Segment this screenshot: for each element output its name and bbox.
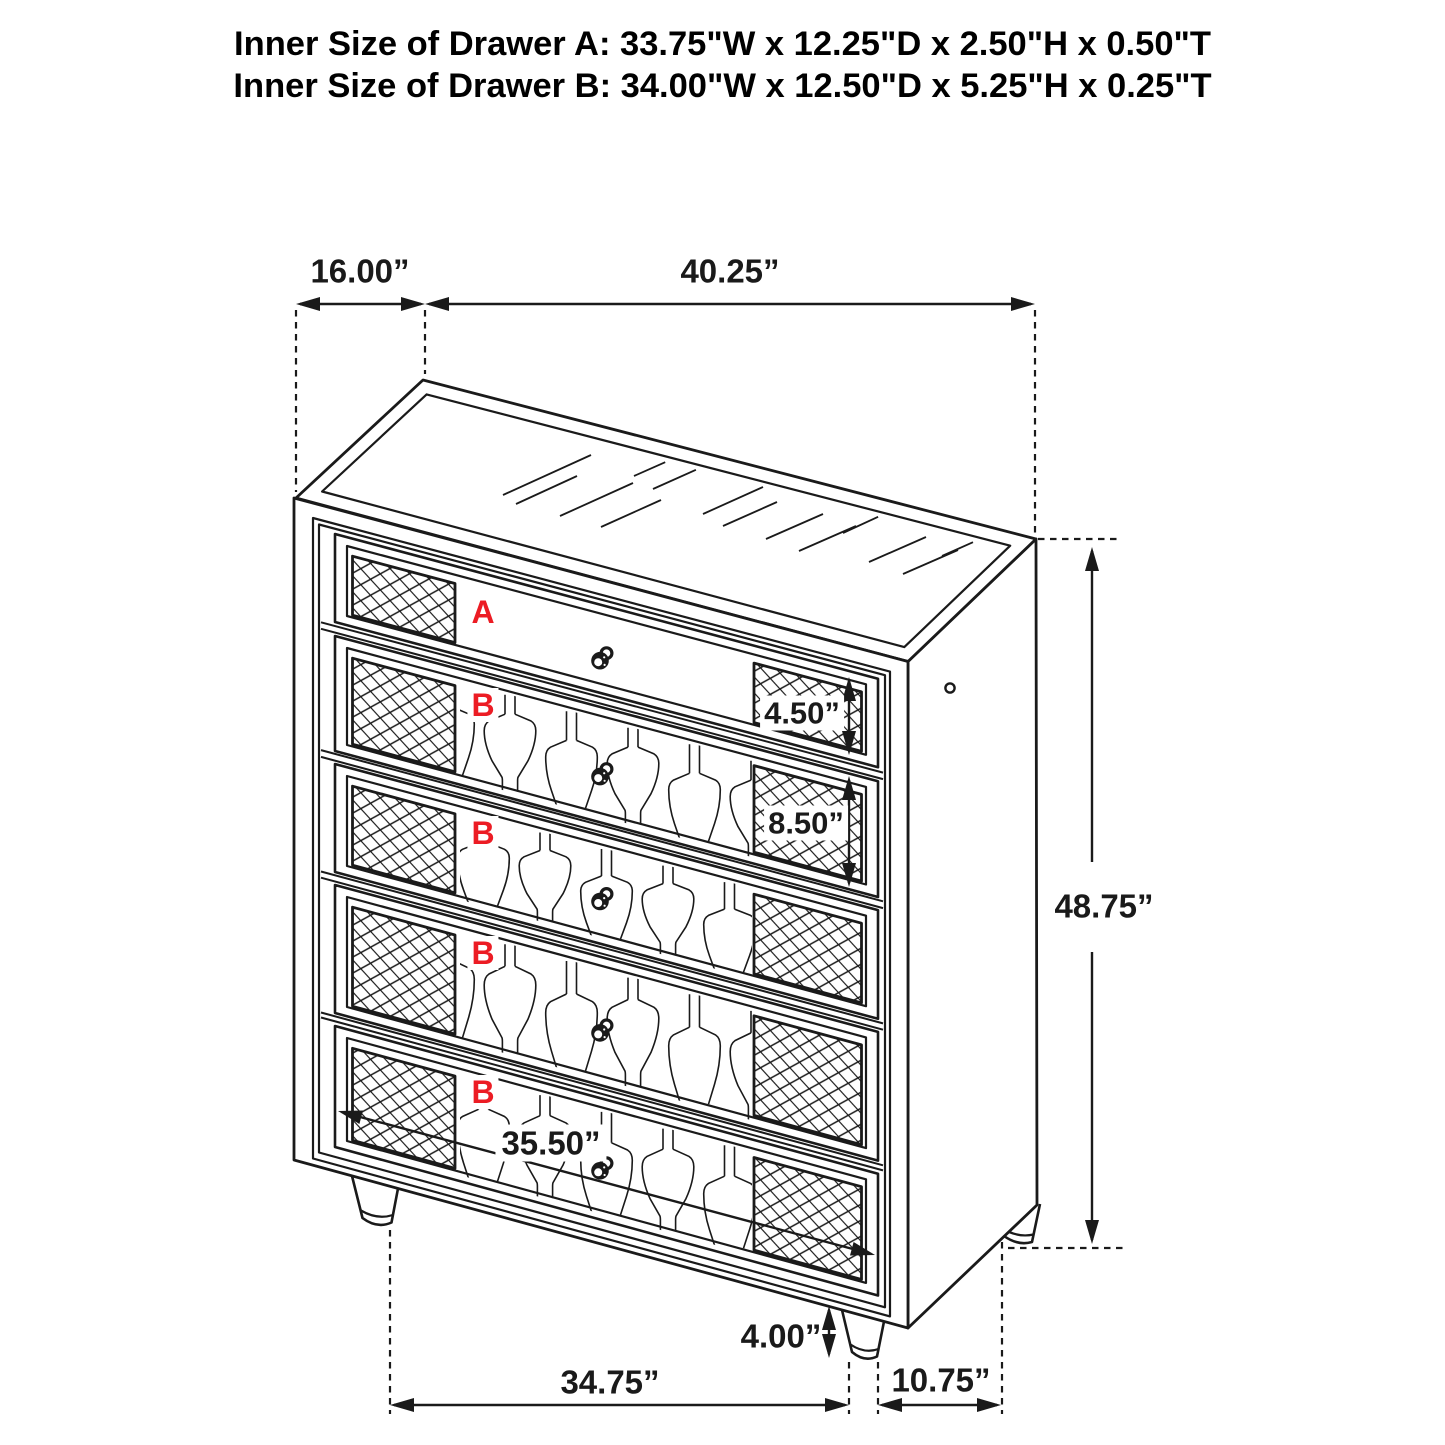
dim-drawer-b-height-label: 8.50” bbox=[764, 805, 848, 841]
dim-side-leg-span-line bbox=[878, 1398, 1001, 1412]
dim-drawer-b-height-line bbox=[842, 776, 856, 887]
dim-drawer-width-label: 35.50” bbox=[495, 1124, 607, 1162]
top-panel-rim bbox=[321, 393, 1012, 649]
drawer-b2-knob bbox=[591, 886, 614, 911]
dim-front-leg-span-line bbox=[390, 1398, 849, 1412]
dim-height-line bbox=[1085, 547, 1099, 1244]
drawer-a-knob bbox=[591, 646, 614, 670]
drawer-b4-label: B bbox=[467, 1075, 499, 1109]
drawer-a-label: A bbox=[467, 595, 499, 629]
dim-leg-height-line bbox=[822, 1306, 836, 1358]
dim-height-label: 48.75” bbox=[1054, 887, 1154, 925]
drawer-b3-knob bbox=[591, 1018, 614, 1042]
dim-drawer-width-line bbox=[338, 1110, 875, 1256]
title-line-2: Inner Size of Drawer B: 34.00"W x 12.50"… bbox=[233, 67, 1212, 105]
dim-drawer-a-height-label: 4.50” bbox=[760, 695, 844, 731]
glass-reflection-ticks bbox=[502, 454, 974, 575]
drawer-b1-knob bbox=[591, 762, 614, 786]
side-panel bbox=[906, 537, 1039, 1330]
extension-lines bbox=[294, 310, 1125, 1414]
side-panel-hole bbox=[944, 682, 956, 694]
dim-drawer-a-height-line bbox=[842, 677, 856, 755]
dim-depth-label: 16.00” bbox=[310, 252, 410, 290]
drawer-b1-label: B bbox=[467, 688, 499, 722]
title-line-1: Inner Size of Drawer A: 33.75"W x 12.25"… bbox=[234, 25, 1211, 63]
drawer-rails bbox=[320, 621, 884, 1172]
dim-front-leg-span-label: 34.75” bbox=[560, 1363, 660, 1401]
front-right-leg bbox=[840, 1309, 886, 1360]
drawer-b2-label: B bbox=[467, 816, 499, 850]
dim-depth-line bbox=[296, 297, 425, 311]
dim-leg-height-label: 4.00” bbox=[740, 1317, 822, 1355]
front-left-leg bbox=[350, 1175, 400, 1227]
dim-width-label: 40.25” bbox=[680, 252, 780, 290]
dim-side-leg-span-label: 10.75” bbox=[891, 1361, 991, 1399]
dim-width-line bbox=[425, 297, 1035, 311]
drawer-b3-label: B bbox=[467, 936, 499, 970]
